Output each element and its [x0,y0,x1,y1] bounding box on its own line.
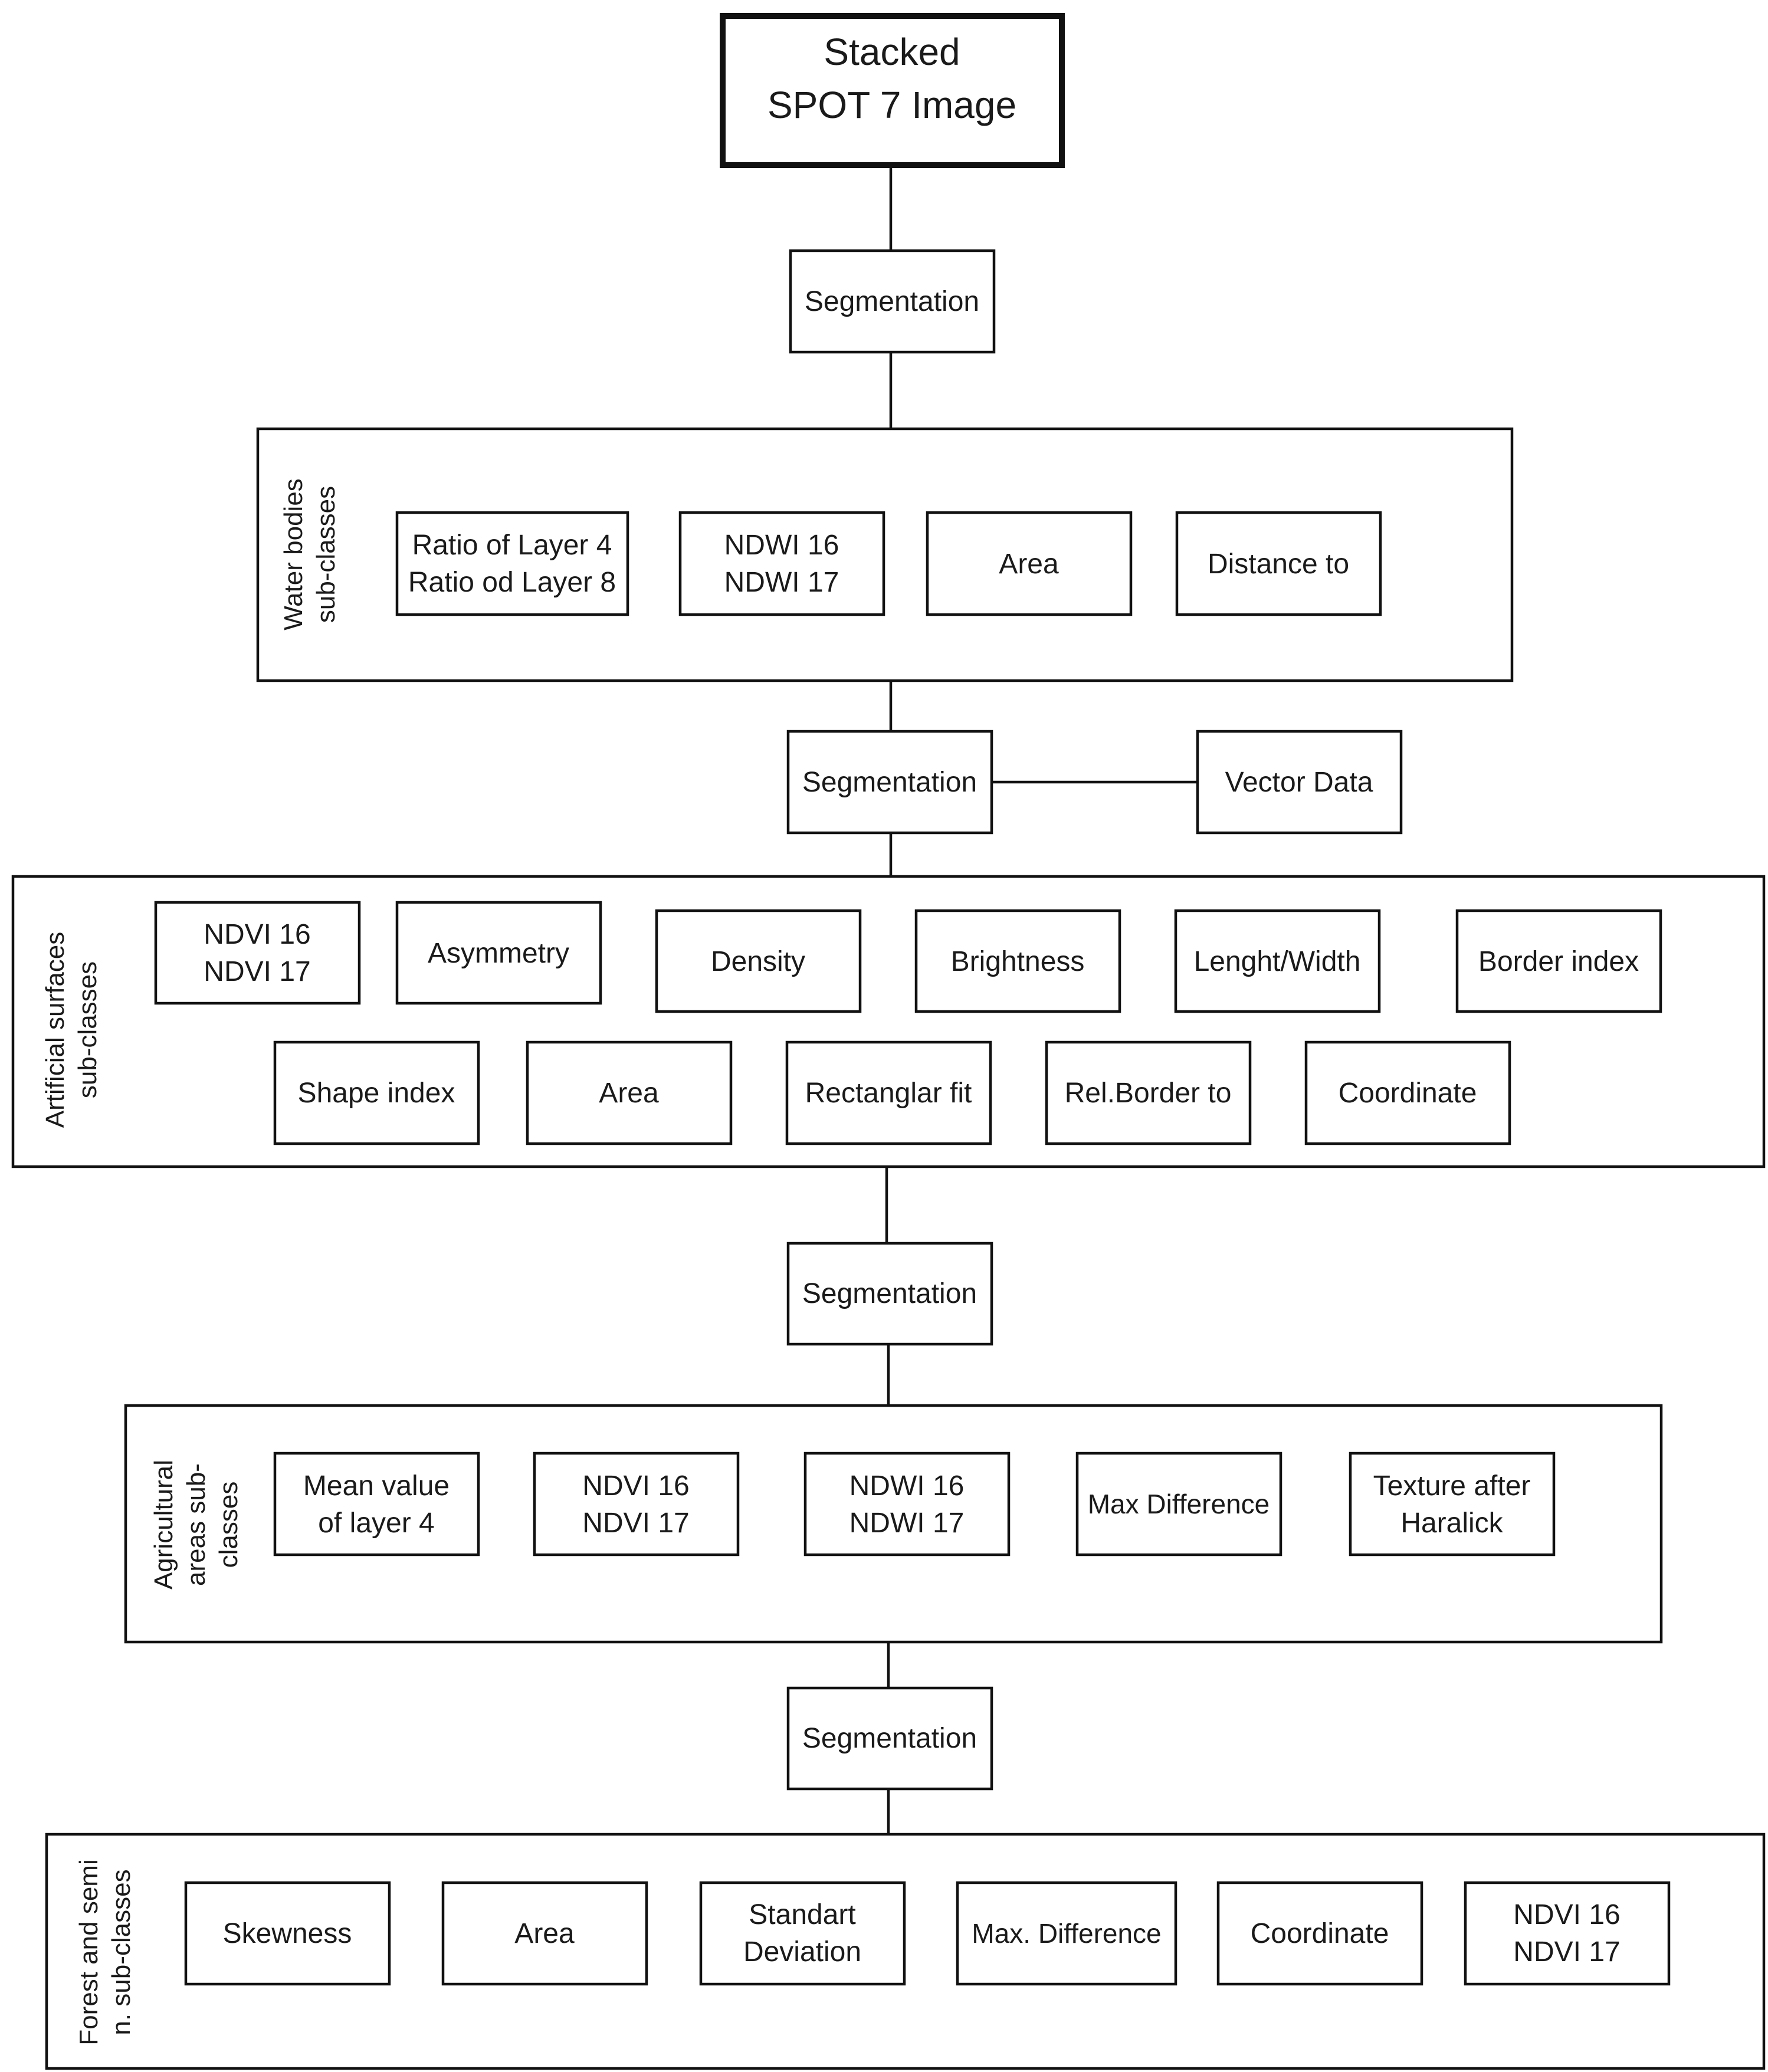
agricultural-title-line-1: Agricultural [149,1460,178,1590]
feature-box: NDVI 16 NDVI 17 [1464,1881,1671,1986]
feature-label: NDVI 17 [204,956,310,987]
feature-label: Shape index [298,1078,455,1109]
feature-box: NDVI 16 NDVI 17 [154,901,361,1005]
agricultural-title-line-3: classes [214,1482,243,1568]
connectors [885,165,1198,1834]
feature-label: NDVI 17 [582,1508,689,1539]
feature-box: Rectanglar fit [785,1040,992,1145]
forest-title-line-1: Forest and semi [74,1859,103,2045]
segmentation-label: Segmentation [802,1723,977,1754]
feature-label: of layer 4 [318,1508,434,1539]
feature-box: Coordinate [1304,1040,1511,1145]
forest-title-line-2: n. sub-classes [107,1869,136,2035]
feature-label: Skewness [223,1918,352,1949]
feature-box: NDWI 16 NDWI 17 [678,511,885,616]
feature-label: NDWI 16 [849,1470,965,1502]
feature-label: NDWI 17 [849,1508,965,1539]
feature-label: NDWI 17 [724,567,839,598]
segmentation-step-1: Segmentation [789,249,996,354]
segmentation-box [786,1686,993,1791]
segmentation-step-3: Segmentation [786,1242,993,1346]
feature-label: Coordinate [1251,1918,1389,1949]
feature-box: Area [526,1040,733,1145]
segmentation-label: Segmentation [805,286,979,317]
artificial-title-line-2: sub-classes [73,961,102,1098]
segmentation-box [786,730,993,835]
segmentation-label: Segmentation [802,767,977,798]
feature-label: Area [599,1078,659,1109]
forest-panel: Forest and semi n. sub-classes Skewness … [45,1833,1766,2070]
feature-label: Max. Difference [972,1918,1161,1949]
feature-box: Border index [1455,909,1662,1013]
feature-label: Texture after [1373,1470,1531,1502]
agricultural-areas-panel: Agricultural areas sub- classes Mean val… [124,1404,1663,1644]
feature-label: Rel.Border to [1065,1078,1232,1109]
feature-label: Rectanglar fit [805,1078,972,1109]
artificial-title-line-1: Artificial surfaces [41,932,70,1128]
feature-label: Ratio of Layer 4 [412,530,612,561]
start-node: Stacked SPOT 7 Image [720,13,1065,168]
water-title-line-2: sub-classes [311,486,340,623]
feature-box: Texture after Haralick [1349,1452,1556,1557]
feature-box: Area [926,511,1133,616]
water-bodies-panel: Water bodies sub-classes Ratio of Layer … [256,427,1514,682]
vector-data-label: Vector Data [1225,767,1373,798]
segmentation-step-4: Segmentation [786,1686,993,1791]
feature-box: Distance to [1175,511,1382,616]
start-box [720,13,1065,168]
feature-label: Asymmetry [428,938,569,969]
feature-box: Rel.Border to [1045,1040,1252,1145]
start-title-line-2: SPOT 7 Image [767,84,1016,126]
feature-label: NDWI 16 [724,530,839,561]
feature-label: Standart [749,1899,855,1930]
water-title-line-1: Water bodies [279,478,308,631]
feature-box: Shape index [273,1040,480,1145]
segmentation-step-2: Segmentation [786,730,993,835]
feature-label: NDVI 16 [204,919,310,950]
feature-label: NDVI 17 [1513,1936,1620,1968]
feature-label: Haralick [1400,1508,1503,1539]
feature-box: Mean value of layer 4 [273,1452,480,1557]
feature-box: Density [655,909,862,1013]
segmentation-box [786,1242,993,1346]
feature-box: Max. Difference [956,1881,1177,1986]
feature-label: Area [999,549,1059,580]
feature-label: Border index [1478,946,1639,977]
feature-box: NDWI 16 NDWI 17 [803,1452,1011,1557]
feature-box: Area [441,1881,648,1986]
feature-label: Area [514,1918,575,1949]
feature-box: Coordinate [1216,1881,1423,1986]
vector-data-node: Vector Data [1196,730,1403,835]
feature-box: Max Difference [1075,1452,1282,1557]
feature-label: Deviation [743,1936,861,1968]
feature-label: Density [711,946,805,977]
feature-box: Brightness [914,909,1121,1013]
artificial-surfaces-panel: Artificial surfaces sub-classes NDVI 16 … [11,875,1766,1168]
feature-label: NDVI 16 [582,1470,689,1502]
feature-box: Standart Deviation [699,1881,906,1986]
feature-label: Distance to [1208,549,1349,580]
feature-label: Brightness [951,946,1085,977]
feature-label: Mean value [303,1470,450,1502]
feature-box: Asymmetry [395,901,602,1005]
feature-box: Skewness [184,1881,391,1986]
agricultural-title-line-2: areas sub- [182,1463,211,1586]
feature-box: Lenght/Width [1174,909,1381,1013]
segmentation-label: Segmentation [802,1278,977,1309]
segmentation-box [789,249,996,354]
start-title-line-1: Stacked [824,31,960,73]
feature-box: NDVI 16 NDVI 17 [533,1452,740,1557]
vector-data-box [1196,730,1403,835]
feature-label: Coordinate [1339,1078,1477,1109]
feature-label: Max Difference [1088,1489,1270,1519]
feature-label: Ratio od Layer 8 [408,567,616,598]
feature-label: Lenght/Width [1194,946,1361,977]
feature-box: Ratio of Layer 4 Ratio od Layer 8 [395,511,629,616]
feature-label: NDVI 16 [1513,1899,1620,1930]
